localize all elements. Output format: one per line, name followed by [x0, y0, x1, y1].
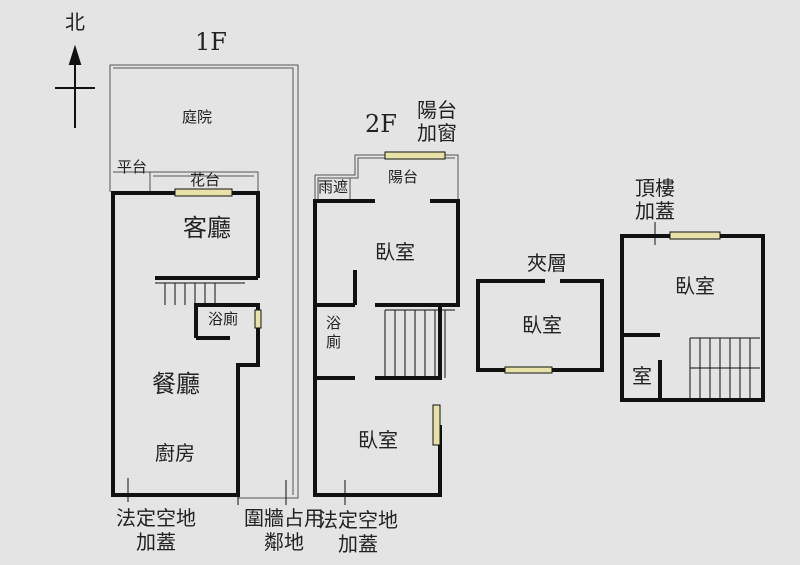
- kitchen-label: 廚房: [155, 441, 195, 465]
- floor1-note-left: 法定空地加蓋: [116, 506, 196, 554]
- rooftop-room-label: 室: [632, 364, 652, 388]
- living-room-label: 客廳: [183, 214, 231, 242]
- floor1-note-right: 圍牆占用鄰地: [244, 506, 324, 554]
- floor2-bedroom-top-label: 臥室: [375, 240, 415, 264]
- floor2-title: 2F: [365, 110, 397, 138]
- platform-label: 平台: [117, 158, 148, 176]
- courtyard-label: 庭院: [182, 108, 213, 126]
- dining-room-label: 餐廳: [152, 370, 200, 398]
- north-label: 北: [65, 10, 85, 34]
- mezzanine-plan: [476, 279, 604, 374]
- floor1-plan: [109, 64, 299, 505]
- rooftop-plan: [620, 222, 765, 402]
- planter-label: 花台: [190, 171, 221, 189]
- canopy-label: 雨遮: [318, 178, 349, 196]
- balcony-window-label: 陽台加窗: [417, 98, 457, 145]
- floor1-title: 1F: [195, 28, 227, 56]
- floor2-bedroom-bottom-label: 臥室: [358, 428, 398, 452]
- floor2-plan: [313, 151, 460, 505]
- rooftop-bedroom-label: 臥室: [675, 274, 715, 298]
- balcony-label: 陽台: [388, 168, 419, 186]
- mezzanine-title: 夾層: [527, 251, 567, 275]
- mezzanine-bedroom-label: 臥室: [522, 313, 562, 337]
- north-arrow-icon: [55, 44, 95, 128]
- rooftop-title: 頂樓加蓋: [635, 176, 675, 223]
- floor1-bathroom-label: 浴廁: [208, 310, 239, 328]
- floor2-bathroom-label: 浴廁: [326, 314, 342, 351]
- floor2-note: 法定空地加蓋: [318, 508, 398, 556]
